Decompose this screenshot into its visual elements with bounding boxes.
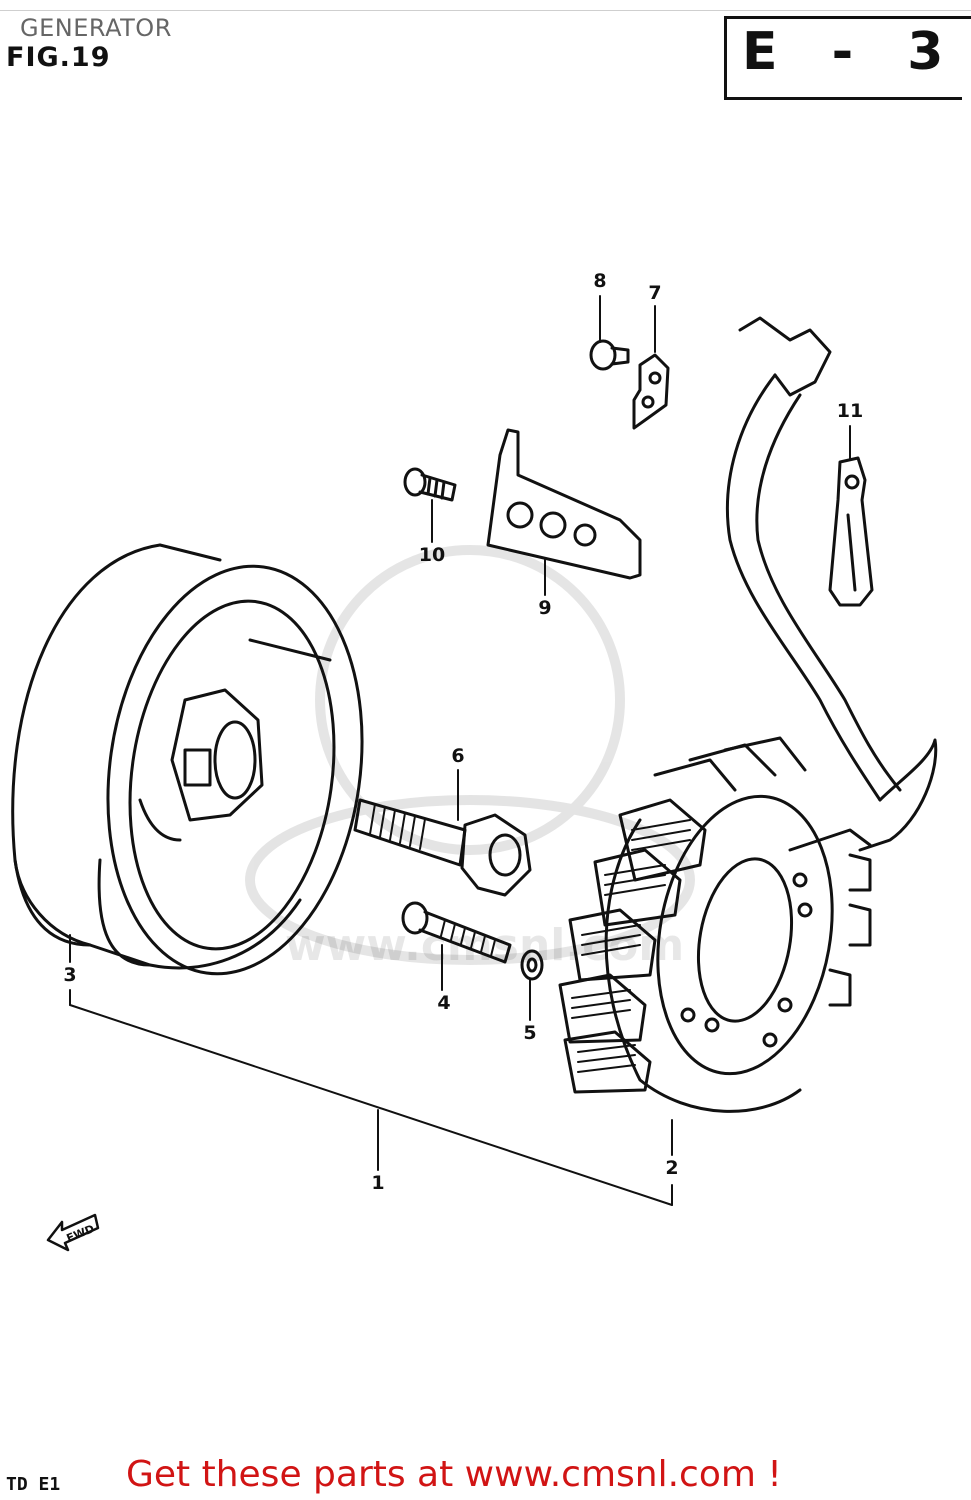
retainer-plate bbox=[632, 353, 670, 430]
section-code: E - 3 bbox=[742, 22, 962, 82]
callout-2: 2 bbox=[665, 1157, 679, 1179]
callout-9: 9 bbox=[538, 597, 552, 619]
screw bbox=[403, 467, 457, 502]
washer bbox=[520, 949, 544, 981]
section-box-top-edge bbox=[724, 16, 971, 19]
callout-4: 4 bbox=[437, 992, 451, 1014]
callout-1: 1 bbox=[371, 1172, 385, 1194]
callout-11: 11 bbox=[836, 400, 864, 422]
callout-7: 7 bbox=[648, 282, 662, 304]
callout-5: 5 bbox=[523, 1022, 537, 1044]
section-box bbox=[724, 16, 962, 100]
callout-10: 10 bbox=[418, 544, 446, 566]
stator-bolt bbox=[401, 901, 512, 964]
callout-6: 6 bbox=[451, 745, 465, 767]
small-bolt bbox=[589, 339, 630, 371]
wire-harness bbox=[726, 316, 938, 852]
rotor-bolt bbox=[353, 798, 532, 897]
footer-code: TD E1 bbox=[6, 1474, 61, 1495]
wire-clamp bbox=[828, 456, 874, 607]
stator-assembly bbox=[558, 736, 872, 1113]
flywheel-rotor bbox=[11, 543, 364, 976]
wire-bracket bbox=[486, 428, 642, 580]
page-title: GENERATOR bbox=[20, 14, 172, 42]
watermark-logo bbox=[245, 545, 695, 965]
callout-3: 3 bbox=[63, 964, 77, 986]
callout-8: 8 bbox=[593, 270, 607, 292]
top-rule bbox=[0, 10, 971, 11]
footer-promo-link[interactable]: Get these parts at www.cmsnl.com ! bbox=[126, 1454, 782, 1495]
forward-arrow-icon bbox=[46, 1213, 100, 1252]
leader-lines bbox=[69, 295, 851, 1206]
figure-label: FIG.19 bbox=[6, 42, 111, 73]
